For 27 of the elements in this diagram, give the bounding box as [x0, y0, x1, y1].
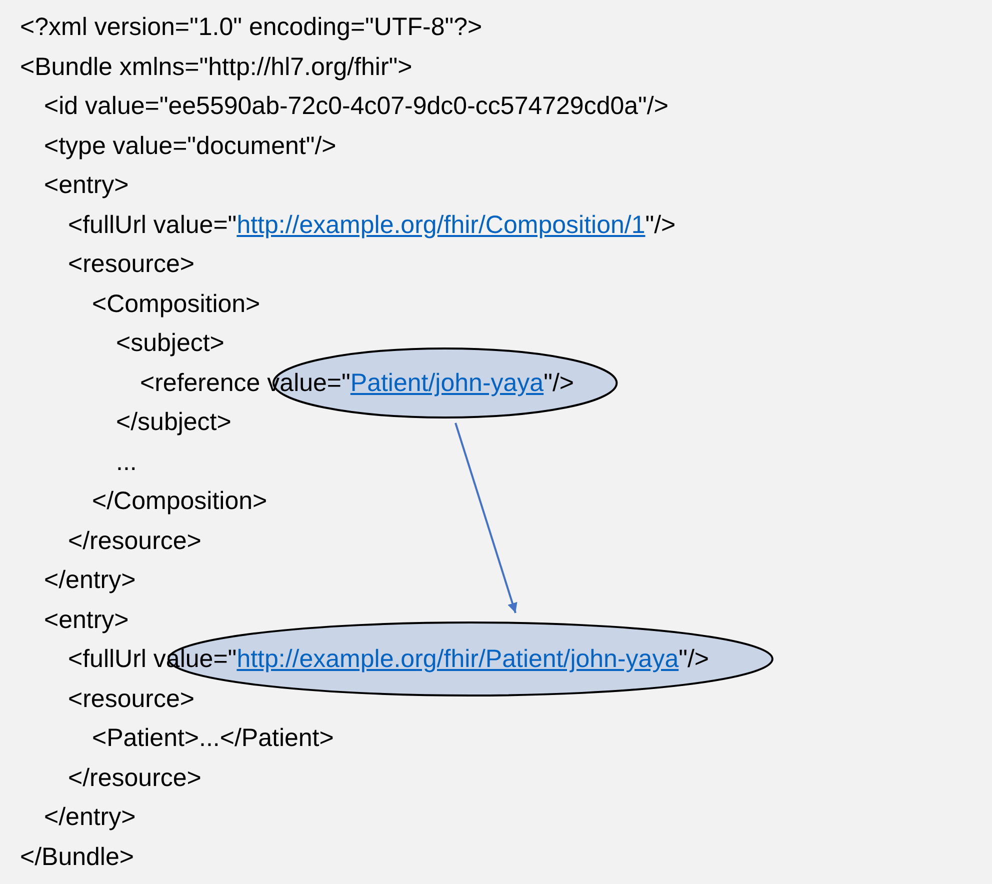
code-text: <resource> [68, 684, 194, 712]
code-text: </resource> [68, 764, 202, 792]
code-text: </resource> [68, 526, 202, 554]
code-text: </Bundle> [20, 842, 134, 870]
code-text: <Bundle xmlns="http://hl7.org/fhir"> [20, 52, 412, 80]
code-text: <type value="document"/> [44, 132, 336, 160]
code-text: <entry> [44, 606, 129, 634]
code-text: <Patient>...</Patient> [92, 724, 334, 752]
code-text: "/> [544, 368, 574, 396]
code-text: <subject> [116, 329, 224, 357]
code-text: "/> [645, 210, 676, 238]
link-text: Patient/john-yaya [350, 368, 544, 396]
code-text: <id value="ee5590ab-72c0-4c07-9dc0-cc574729cd0a"/> [44, 92, 668, 120]
link-text: http://example.org/fhir/Composition/1 [236, 210, 646, 238]
link-text: http://example.org/fhir/Patient/john-yaya [236, 645, 679, 673]
code-text: </subject> [116, 408, 232, 436]
code-text: <resource> [68, 250, 194, 278]
code-text: ... [116, 448, 137, 476]
code-text: <entry> [44, 171, 129, 199]
arrow [454, 422, 518, 614]
code-text: </entry> [44, 803, 136, 831]
code-text: <fullUrl value=" [68, 210, 237, 238]
code-text: "/> [678, 645, 710, 673]
code-text: </entry> [44, 566, 136, 594]
code-text: <Composition> [92, 290, 260, 318]
code-text: <?xml version="1.0" encoding="UTF-8"?> [20, 13, 482, 41]
code-text: </Composition> [92, 487, 268, 515]
